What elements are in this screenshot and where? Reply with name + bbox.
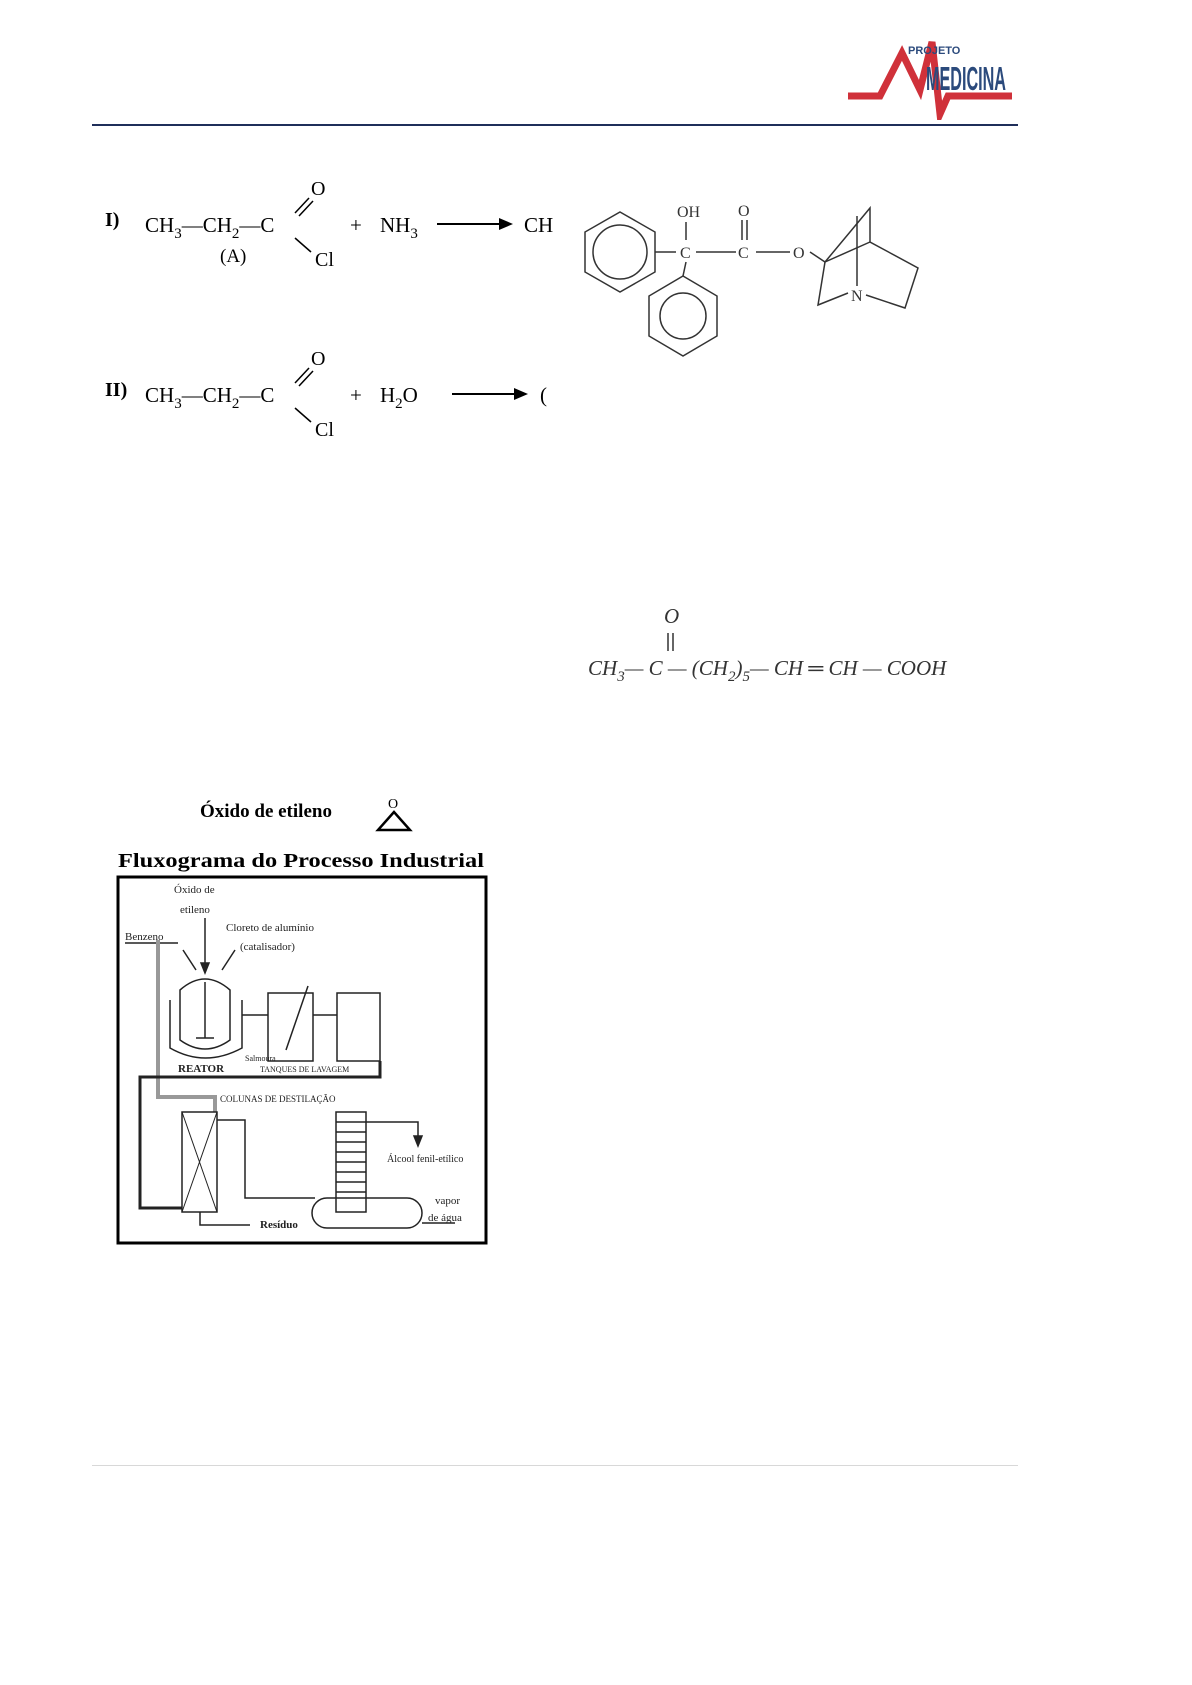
arrow-icon [514, 388, 528, 400]
label-salmoura: Salmoura [245, 1054, 276, 1063]
reaction-1: I) CH3—CH2—C O Cl (A) + NH3 CH [105, 178, 553, 271]
product-partial: CH [524, 213, 553, 237]
label-cloreto: Cloreto de alumínio [226, 922, 314, 934]
epoxide-label: Óxido de etileno [200, 800, 332, 822]
label-residuo: Resíduo [260, 1219, 298, 1231]
reactions-figure: I) CH3—CH2—C O Cl (A) + NH3 CH II) CH3—C… [105, 178, 553, 441]
logo-top-text: PROJETO [908, 45, 961, 57]
header-rule [92, 124, 1018, 126]
keto-oxygen: O [664, 604, 679, 628]
header: PROJETO MEDICINA [0, 0, 1192, 130]
chlorine: Cl [315, 419, 334, 441]
reactor-vessel [179, 978, 231, 1050]
label-reator: REATOR [178, 1063, 225, 1075]
reaction-2: II) CH3—CH2—C O Cl + H2O ( [105, 348, 547, 441]
formula-text: CH3— C — (CH2)5— CH ═ CH — COOH [588, 656, 948, 685]
hydroxyl-label: OH [677, 204, 701, 221]
label-oxido: Óxido de [174, 884, 215, 896]
label-vapor: vapor [435, 1195, 460, 1207]
label-de-agua: de água [428, 1212, 462, 1224]
carbonyl-oxygen: O [311, 178, 325, 200]
benzene-feed-line [156, 940, 217, 1112]
quinuclidine-ring [817, 261, 849, 307]
plus-sign: + [350, 383, 362, 407]
benzene-ring-1 [584, 211, 656, 293]
ester-molecule-structure: OH C O C O N [584, 203, 919, 357]
keto-acid-formula: O CH3— C — (CH2)5— CH ═ CH — COOH [588, 604, 948, 685]
label-benzeno: Benzeno [125, 931, 164, 943]
boiler-drum [311, 1197, 423, 1229]
flowchart-frame [116, 875, 488, 1245]
footer-rule [92, 1465, 1018, 1466]
nitrogen-label: N [851, 288, 863, 305]
compound-tag: (A) [220, 246, 246, 267]
benzene-ring-2 [648, 275, 718, 357]
industrial-flowchart-figure: Óxido de etileno O Fluxograma do Process… [116, 797, 488, 1245]
label-colunas: COLUNAS DE DESTILAÇÃO [220, 1094, 336, 1104]
plus-sign: + [350, 213, 362, 237]
reaction-label: I) [105, 209, 119, 231]
carbon-label: C [738, 245, 749, 262]
reagent-formula: H2O [380, 383, 418, 412]
projeto-medicina-logo: PROJETO MEDICINA [848, 41, 1012, 120]
label-alcool: Álcool fenil-etílico [387, 1153, 463, 1165]
epoxide-triangle-icon [375, 810, 413, 832]
arrow-icon [499, 218, 513, 230]
carbonyl-oxygen: O [311, 348, 325, 370]
reactant-formula: CH3—CH2—C [145, 383, 274, 412]
reactant-formula: CH3—CH2—C [145, 213, 274, 242]
flowchart-title: Fluxograma do Processo Industrial [118, 850, 485, 872]
reagent-formula: NH3 [380, 213, 418, 242]
chlorine: Cl [315, 249, 334, 271]
logo-main-text: MEDICINA [926, 60, 1006, 97]
label-catalisador: (catalisador) [240, 941, 295, 953]
carbon-label: C [680, 245, 691, 262]
label-tanques: TANQUES DE LAVAGEM [260, 1065, 349, 1074]
ester-oxygen-label: O [793, 245, 805, 262]
reaction-label: II) [105, 379, 127, 401]
label-etileno: etileno [180, 904, 210, 916]
carbonyl-oxygen-label: O [738, 203, 750, 220]
product-partial: ( [540, 383, 547, 407]
heartbeat-line [848, 41, 1012, 120]
wash-tank-2 [336, 992, 381, 1062]
epoxide-oxygen: O [388, 797, 398, 812]
wash-tank-1 [267, 992, 314, 1062]
